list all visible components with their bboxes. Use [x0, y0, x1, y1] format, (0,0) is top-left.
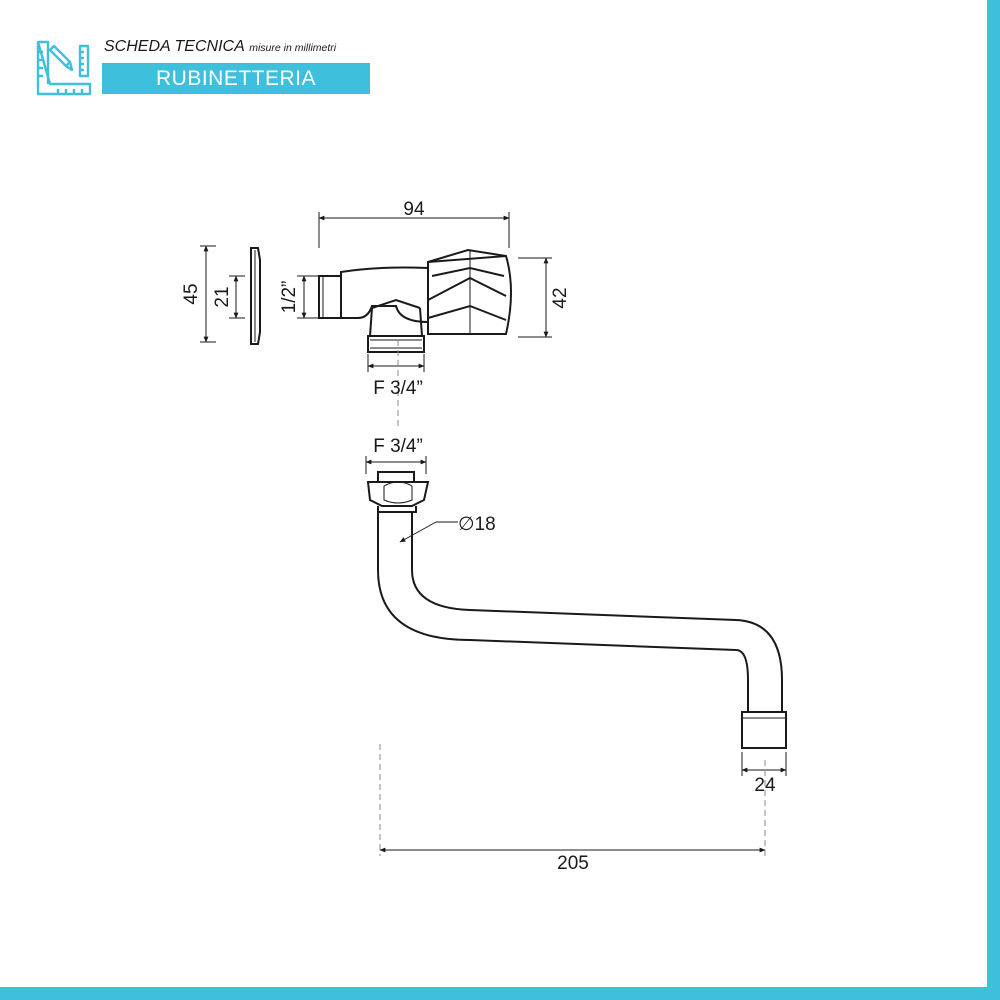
label-pipe-diameter: ∅18	[458, 514, 496, 535]
spout	[366, 471, 787, 749]
valve-body	[318, 248, 512, 353]
dim-handle-height	[518, 257, 552, 338]
label-handle-height: 42	[550, 287, 571, 308]
category-banner: RUBINETTERIA	[102, 63, 370, 94]
label-valve-length: 94	[403, 199, 425, 220]
dim-plate-height	[200, 245, 216, 343]
dim-spout-tip	[741, 752, 787, 776]
dim-valve-outlet	[367, 354, 425, 372]
page-title: SCHEDA TECNICA	[104, 38, 245, 55]
label-spout-reach: 205	[557, 853, 589, 874]
frame-border-right	[987, 0, 1000, 1000]
label-plate-inner: 21	[212, 286, 233, 307]
dim-valve-length	[318, 212, 510, 248]
page-subtitle: misure in millimetri	[249, 42, 337, 54]
label-inlet-thread: 1/2”	[279, 281, 300, 314]
wall-plate	[250, 247, 261, 345]
label-plate-height: 45	[181, 283, 202, 304]
dim-spout-inlet	[365, 456, 427, 474]
label-valve-outlet: F 3/4”	[373, 378, 423, 399]
dim-spout-reach	[379, 744, 766, 856]
dim-plate-inner	[229, 275, 245, 319]
dim-pipe-diameter	[399, 521, 458, 543]
ruler-pencil-icon	[36, 40, 92, 96]
frame-border-bottom	[0, 987, 1000, 1000]
label-spout-tip: 24	[754, 775, 776, 796]
label-spout-inlet: F 3/4”	[373, 436, 423, 457]
dim-inlet-thread	[297, 275, 318, 319]
header-title-line: SCHEDA TECNICA misure in millimetri	[104, 38, 336, 56]
